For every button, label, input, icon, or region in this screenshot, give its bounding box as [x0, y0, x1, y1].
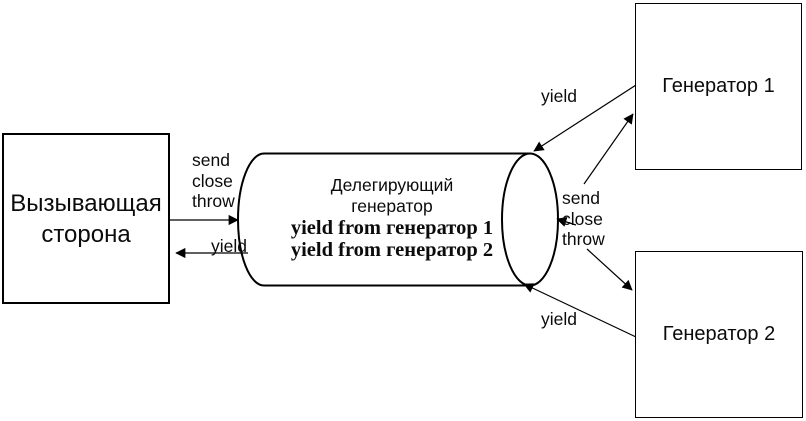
delegating-generator-title-line2: генератор: [351, 196, 433, 216]
arrow-delegating-to-generator2: [586, 248, 633, 291]
generator1-label: Генератор 1: [662, 75, 775, 97]
yield-from-generator1-code: yield from генератор 1: [290, 217, 494, 239]
yield-to-caller-label: yield: [211, 236, 247, 256]
arrow-into-cylinder-end: [556, 216, 577, 227]
generator2-label: Генератор 2: [662, 323, 776, 345]
delegating-generator-text: Делегирующий генератор yield from генера…: [262, 175, 522, 261]
throw-label: throw: [562, 229, 605, 249]
generators-send-close-throw-label: send close throw: [562, 188, 605, 250]
caller-send-close-throw-label: send close throw: [192, 150, 235, 212]
generator1-yield-label: yield: [541, 86, 577, 106]
send-label: send: [192, 150, 230, 170]
caller-box: Вызывающая сторона: [2, 133, 170, 304]
close-label: close: [192, 170, 233, 191]
send-label: send: [562, 188, 600, 208]
generator2-yield-label: yield: [541, 309, 577, 329]
generator1-box: Генератор 1: [635, 3, 802, 170]
throw-label: throw: [192, 191, 235, 211]
arrow-generator2-yield: [523, 283, 637, 338]
close-label: close: [562, 208, 603, 229]
delegating-generator-title-line1: Делегирующий: [330, 175, 454, 195]
generator2-box: Генератор 2: [635, 251, 803, 418]
arrow-generator1-yield: [533, 84, 637, 152]
caller-label: Вызывающая сторона: [10, 189, 162, 248]
arrow-delegating-to-generator1: [583, 113, 634, 185]
yield-from-generator2-code: yield from генератор 2: [290, 239, 494, 261]
